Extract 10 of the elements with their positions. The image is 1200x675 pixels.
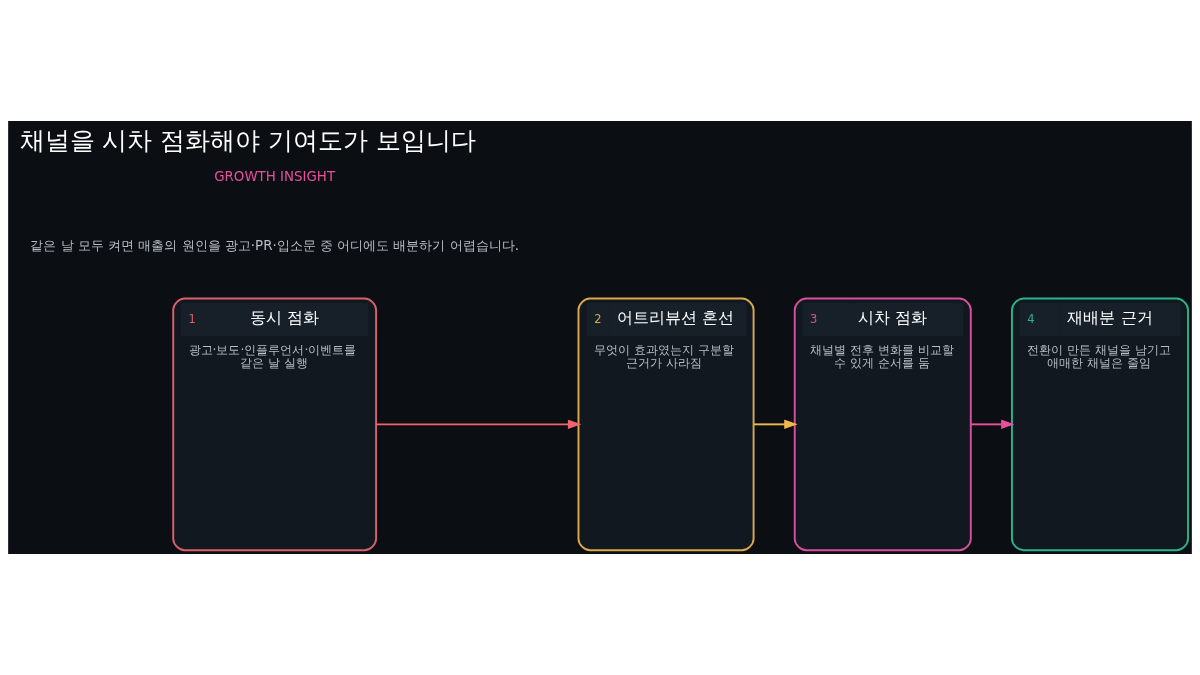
arrow xyxy=(752,419,798,430)
label: GROWTH INSIGHT xyxy=(214,169,336,184)
arrow xyxy=(970,419,1015,430)
diagram-title: 채널을 시차 점화해야 기여도가 보입니다 xyxy=(19,125,477,155)
label: 같은 날 모두 켜면 매출의 원인을 광고·PR·입소문 중 어디에도 배분하기 어렵습니다. xyxy=(30,237,519,253)
node-box: 4 재배분 근거 전환이 만든 채널을 남기고 애매한 채널은 줄임 xyxy=(1011,297,1189,552)
node-box: 3 시차 점화 채널별 전후 변화를 비교할 수 있게 순서를 둠 xyxy=(793,297,972,552)
node-box: 2 어트리뷰션 혼선 무엇이 효과였는지 구분할 근거가 사라짐 xyxy=(577,297,755,552)
node-box: 1 동시 점화 광고·보도·인플루언서·이벤트를 같은 날 실행 xyxy=(172,297,378,552)
arrow xyxy=(375,419,582,430)
